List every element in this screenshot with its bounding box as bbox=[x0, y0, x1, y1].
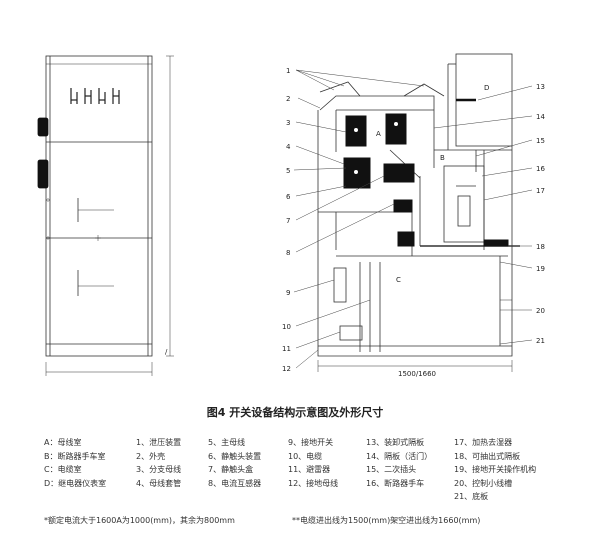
callout-2: 2 bbox=[286, 95, 290, 103]
legend-col-compartments: A：母线室 B：断路器手车室 C：电缆室 D：继电器仪表室 bbox=[44, 436, 106, 490]
note-right: **电缆进出线为1500(mm)架空进出线为1660(mm) bbox=[292, 516, 481, 525]
callout-11: 11 bbox=[282, 345, 291, 353]
legend-item: 7、静触头盒 bbox=[208, 465, 254, 474]
width-dimension: 1500/1660 bbox=[398, 370, 436, 378]
legend-col-3: 5、主母线 6、静触头装置 7、静触头盒 8、电流互感器 bbox=[208, 436, 261, 490]
legend-col-4: 9、接地开关 10、电缆 11、避雷器 12、接地母线 bbox=[288, 436, 338, 490]
note-left: *额定电流大于1600A为1000(mm)，其余为800mm bbox=[44, 516, 235, 525]
legend-col-2: 1、泄压装置 2、外壳 3、分支母线 4、母线套管 bbox=[136, 436, 181, 490]
legend-item: 19、接地开关操作机构 bbox=[454, 465, 537, 474]
legend-item: 4、母线套管 bbox=[136, 478, 182, 488]
legend-item: 10、电缆 bbox=[288, 451, 323, 461]
legend: A：母线室 B：断路器手车室 C：电缆室 D：继电器仪表室 1、泄压装置 2、外… bbox=[44, 436, 584, 504]
region-label-d: D bbox=[484, 84, 489, 92]
callout-7: 7 bbox=[286, 217, 290, 225]
callout-1: 1 bbox=[286, 67, 290, 75]
legend-item: 21、底板 bbox=[454, 492, 489, 501]
callout-3: 3 bbox=[286, 119, 290, 127]
callout-19: 19 bbox=[536, 265, 545, 273]
legend-col-5: 13、装卸式隔板 14、隔板（活门） 15、二次插头 16、断路器手车 bbox=[366, 436, 432, 490]
legend-item: B：断路器手车室 bbox=[44, 451, 106, 461]
legend-item: 17、加热去湿器 bbox=[454, 438, 513, 447]
callout-10: 10 bbox=[282, 323, 291, 331]
legend-item: 14、隔板（活门） bbox=[366, 451, 433, 461]
switchgear-structure-diagram: / bbox=[37, 53, 545, 378]
callout-20: 20 bbox=[536, 307, 545, 315]
callout-leaders bbox=[293, 69, 533, 369]
section-components bbox=[343, 113, 509, 247]
legend-item: 16、断路器手车 bbox=[366, 478, 425, 488]
contact-box-lower bbox=[397, 231, 415, 247]
current-transformer bbox=[393, 199, 413, 213]
legend-item: 15、二次插头 bbox=[366, 465, 417, 474]
region-label-a: A bbox=[376, 130, 381, 138]
legend-item: 13、装卸式隔板 bbox=[366, 438, 425, 447]
figure-caption: 图4 开关设备结构示意图及外形尺寸 bbox=[206, 406, 384, 419]
callout-9: 9 bbox=[286, 289, 290, 297]
legend-item: C：电缆室 bbox=[44, 465, 82, 474]
legend-item: D：继电器仪表室 bbox=[44, 478, 107, 488]
legend-item: 9、接地开关 bbox=[288, 438, 334, 447]
legend-item: A：母线室 bbox=[44, 438, 82, 447]
instrument-indicators bbox=[70, 88, 120, 104]
callout-5: 5 bbox=[286, 167, 290, 175]
callout-13: 13 bbox=[536, 83, 545, 91]
legend-item: 18、可抽出式隔板 bbox=[454, 451, 521, 461]
legend-item: 8、电流互感器 bbox=[208, 478, 262, 488]
legend-item: 5、主母线 bbox=[208, 438, 246, 447]
legend-item: 20、控制小线槽 bbox=[454, 478, 513, 488]
region-label-b: B bbox=[440, 154, 445, 162]
legend-item: 12、接地母线 bbox=[288, 478, 339, 488]
callout-17: 17 bbox=[536, 187, 545, 195]
legend-item: 2、外壳 bbox=[136, 451, 166, 461]
callout-6: 6 bbox=[286, 193, 291, 201]
callout-15: 15 bbox=[536, 137, 545, 145]
top-door-handle bbox=[37, 117, 49, 137]
callout-8: 8 bbox=[286, 249, 290, 257]
callout-12: 12 bbox=[282, 365, 291, 373]
callout-18: 18 bbox=[536, 243, 545, 251]
callout-4: 4 bbox=[286, 143, 291, 151]
callout-16: 16 bbox=[536, 165, 545, 173]
legend-item: 6、静触头装置 bbox=[208, 451, 262, 461]
legend-item: 1、泄压装置 bbox=[136, 438, 182, 447]
legend-col-6: 17、加热去湿器 18、可抽出式隔板 19、接地开关操作机构 20、控制小线槽 … bbox=[454, 436, 536, 504]
middle-door-handle bbox=[37, 159, 49, 189]
callout-14: 14 bbox=[536, 113, 545, 121]
callout-21: 21 bbox=[536, 337, 545, 345]
contact-housing bbox=[383, 163, 415, 183]
region-label-c: C bbox=[396, 276, 401, 284]
legend-item: 11、避雷器 bbox=[288, 465, 331, 474]
main-busbar-right bbox=[385, 113, 407, 145]
front-view bbox=[37, 55, 174, 376]
legend-item: 3、分支母线 bbox=[136, 465, 182, 474]
front-height-marker: / bbox=[165, 348, 168, 356]
callout-numbers: 1 2 3 4 5 6 7 8 9 10 11 12 13 14 15 16 1… bbox=[282, 67, 545, 373]
earthing-bar bbox=[483, 239, 509, 247]
section-view bbox=[317, 53, 520, 372]
